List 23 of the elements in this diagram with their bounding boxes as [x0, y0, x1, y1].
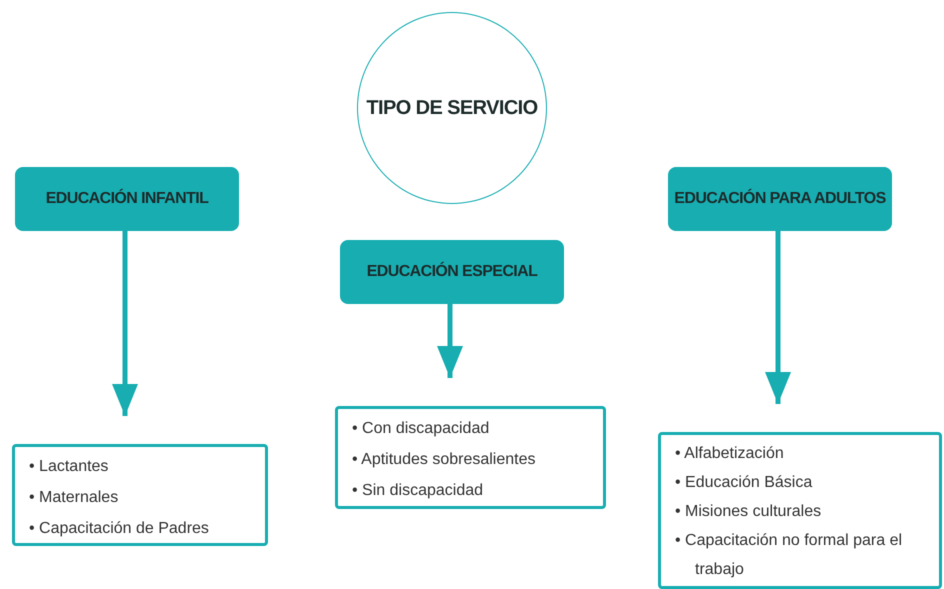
list-item: • Lactantes [29, 457, 110, 477]
list-box [335, 406, 606, 509]
list-item: • Aptitudes sobresalientes [352, 450, 536, 470]
arrow [437, 304, 463, 378]
list-item: • Maternales [29, 488, 120, 508]
list-box [12, 444, 268, 546]
list-item: • Capacitación de Padres [29, 519, 209, 539]
list-box [658, 432, 942, 589]
category-box [340, 240, 564, 304]
list-item: • Con discapacidad [352, 419, 490, 439]
category-box [15, 167, 239, 231]
list-item: • Sin discapacidad [352, 481, 484, 501]
arrow [765, 231, 791, 404]
category-title: EDUCACIÓN INFANTIL [46, 190, 208, 208]
list-item: • Alfabetización [675, 444, 785, 464]
arrow [112, 231, 138, 416]
category-title: EDUCACIÓN ESPECIAL [366, 263, 538, 281]
list-item: • Capacitación no formal para el trabajo [675, 531, 904, 580]
list-item: • Misiones culturales [675, 502, 822, 522]
node-title: TIPO DE SERVICIO [366, 96, 538, 120]
category-title: EDUCACIÓN PARA ADULTOS [674, 190, 886, 208]
category-box [668, 167, 892, 231]
list-item: • Educación Básica [675, 473, 812, 493]
